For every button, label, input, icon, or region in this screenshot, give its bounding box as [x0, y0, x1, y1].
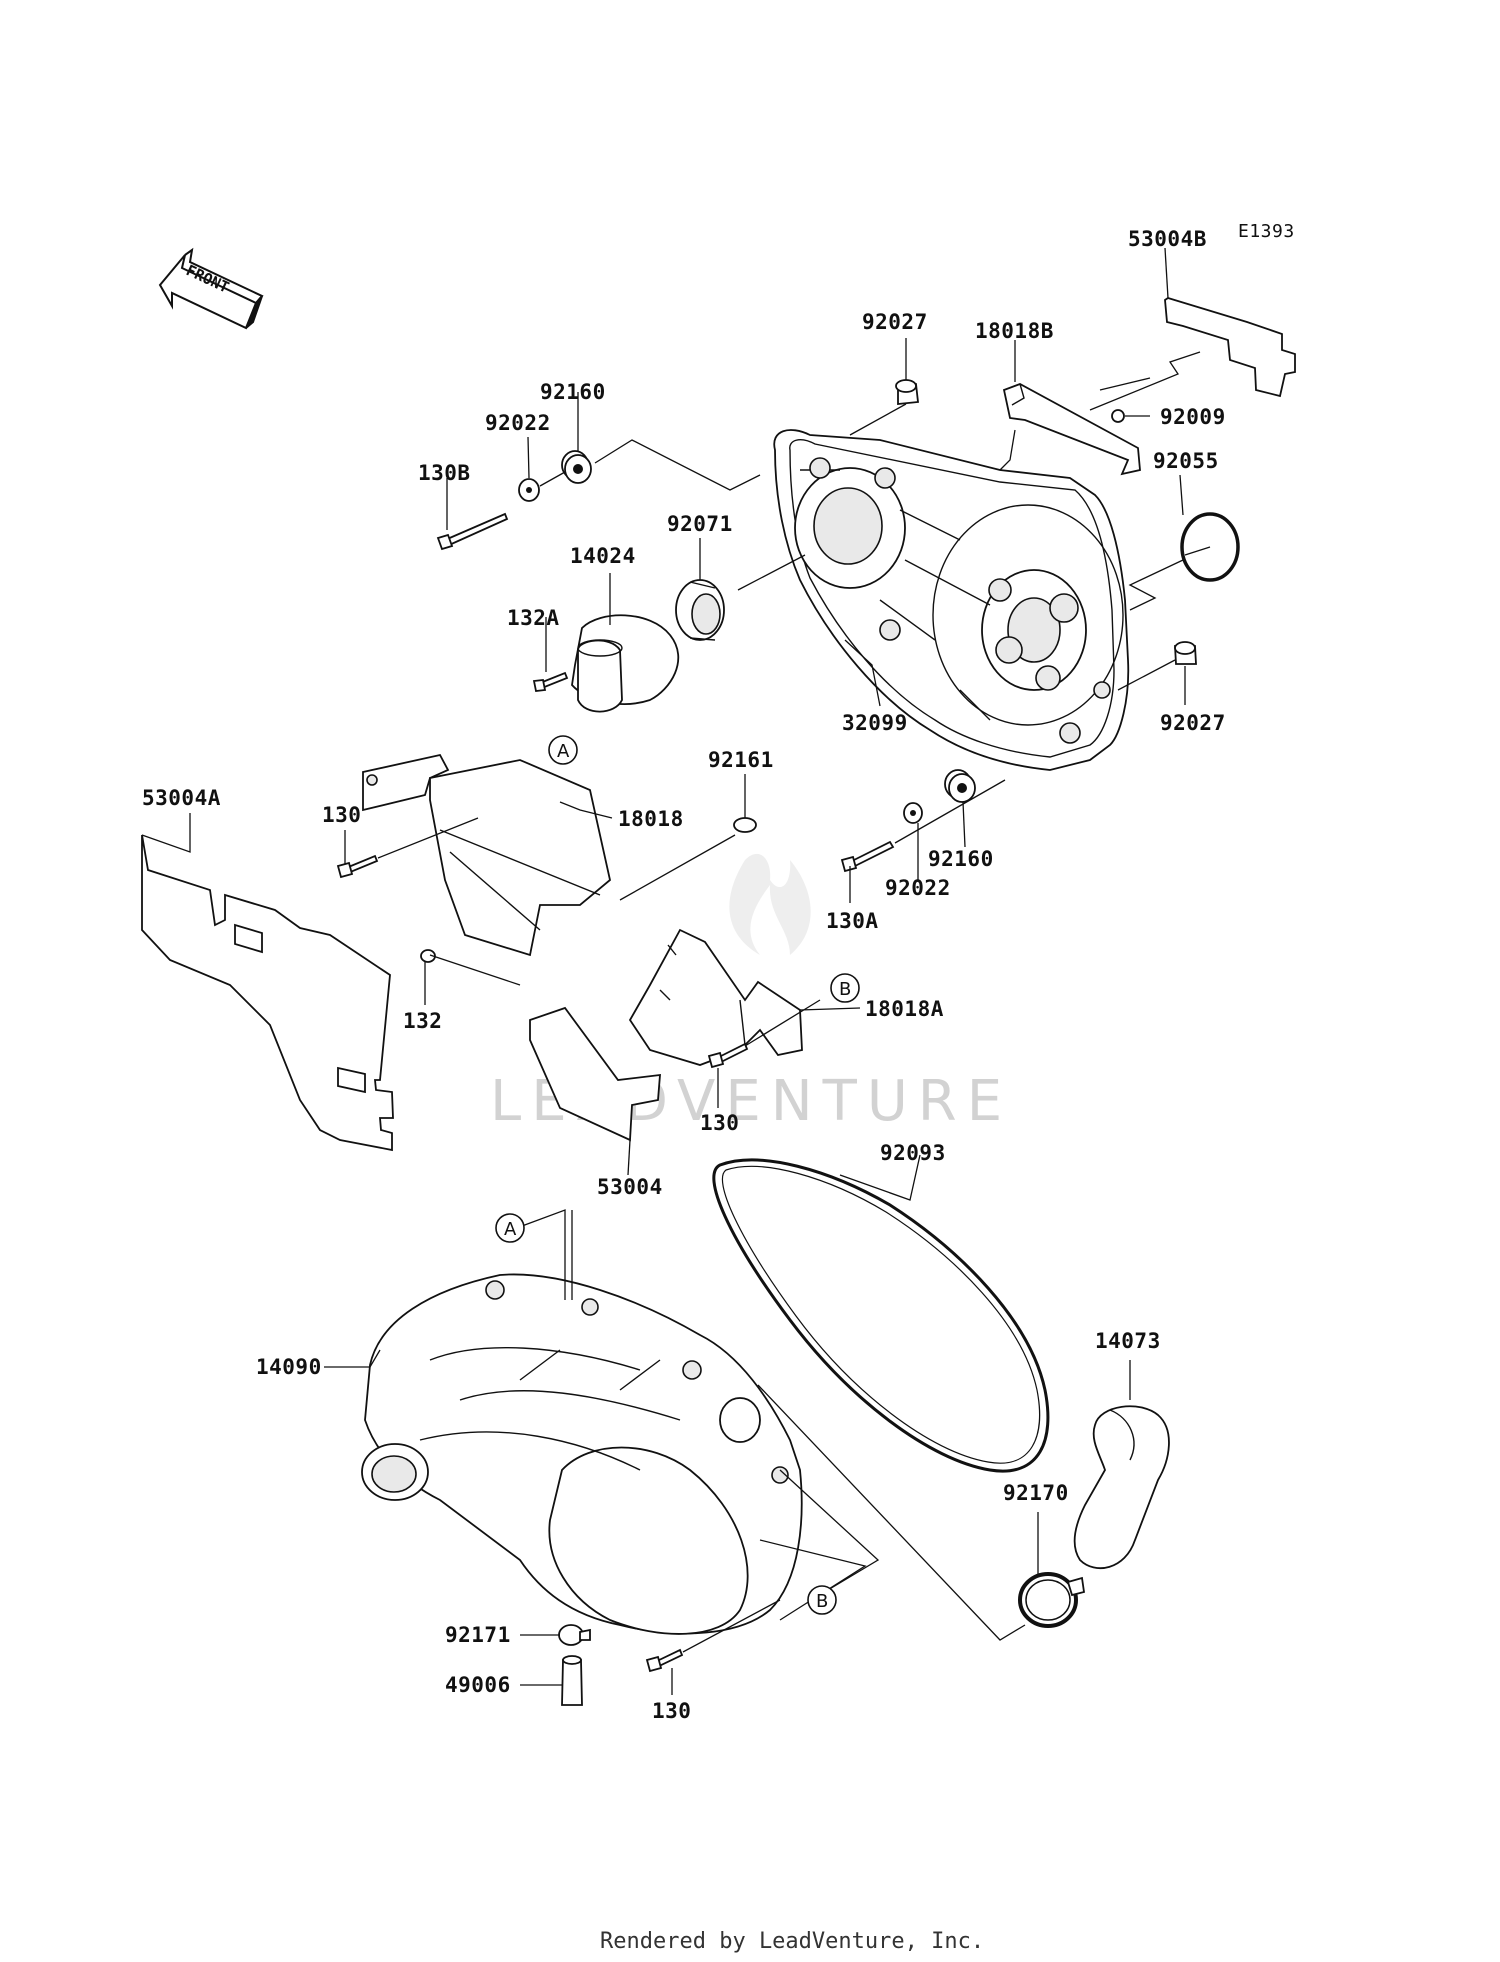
- duct-14073: [1073, 1405, 1170, 1569]
- callout-92093: 92093: [880, 1141, 946, 1165]
- heat-guard-53004B: [1164, 297, 1296, 398]
- grommet-92027-top: [895, 379, 919, 405]
- outer-cover-14090: [361, 1273, 803, 1635]
- callout-92022-top: 92022: [485, 411, 551, 435]
- bolt-130B: [436, 512, 509, 551]
- ref-marker-b-mid: B: [830, 973, 860, 1003]
- guard-18018A: [628, 928, 803, 1066]
- callout-130-left: 130: [322, 803, 361, 827]
- svg-text:A: A: [557, 741, 570, 762]
- svg-text:B: B: [816, 1591, 828, 1612]
- ref-marker-a-top: A: [548, 735, 578, 765]
- grommet-92027-right: [1174, 641, 1197, 665]
- collar-92160-mid: [944, 769, 976, 803]
- callout-32099: 32099: [842, 711, 908, 735]
- washer-92022-mid: [903, 802, 923, 824]
- front-arrow-icon: FRONT: [158, 247, 264, 330]
- callout-14090: 14090: [256, 1355, 322, 1379]
- callout-132: 132: [403, 1009, 442, 1033]
- o-ring-92055: [1180, 512, 1240, 582]
- callout-92161: 92161: [708, 748, 774, 772]
- bolt-92009: [1111, 409, 1125, 423]
- clip-92161: [733, 817, 757, 833]
- callout-130B: 130B: [418, 461, 471, 485]
- callout-53004B: 53004B: [1128, 227, 1207, 251]
- callout-92071: 92071: [667, 512, 733, 536]
- leader-lines: [141, 247, 1211, 1695]
- callout-92160-mid: 92160: [928, 847, 994, 871]
- bolt-130A: [840, 840, 895, 873]
- callout-92027-right: 92027: [1160, 711, 1226, 735]
- callout-18018B: 18018B: [975, 319, 1054, 343]
- footer-credit: Rendered by LeadVenture, Inc.: [600, 1929, 984, 1954]
- callout-92009: 92009: [1160, 405, 1226, 429]
- callout-130A: 130A: [826, 909, 879, 933]
- callout-130-mid: 130: [700, 1111, 739, 1135]
- seal-92071: [675, 579, 725, 641]
- heat-shield-53004: [529, 1006, 661, 1142]
- cap-14024: [571, 614, 680, 713]
- callout-labels: 53004B 92027 18018B 92009 92160 92022 13…: [142, 227, 1226, 1723]
- bolt-132A: [532, 671, 569, 692]
- svg-text:B: B: [839, 979, 851, 1000]
- heat-guard-53004A: [141, 834, 394, 1152]
- callout-53004: 53004: [597, 1175, 663, 1199]
- clutch-cover-32099: [773, 429, 1130, 771]
- callout-14073: 14073: [1095, 1329, 1161, 1353]
- collar-92160-top: [561, 450, 592, 484]
- callout-49006: 49006: [445, 1673, 511, 1697]
- callout-18018A: 18018A: [865, 997, 944, 1021]
- callout-92160-top: 92160: [540, 380, 606, 404]
- watermark-flame-icon: [729, 853, 811, 955]
- ref-marker-b-bottom: B: [807, 1585, 837, 1615]
- callout-130-bottom: 130: [652, 1699, 691, 1723]
- bracket-18018B: [1002, 383, 1141, 476]
- callout-132A: 132A: [507, 606, 560, 630]
- ref-marker-a-bottom: A: [495, 1213, 525, 1243]
- callout-53004A: 53004A: [142, 786, 221, 810]
- clamp-92171: [558, 1624, 591, 1646]
- bolt-130-left: [336, 854, 379, 879]
- callout-18018: 18018: [618, 807, 684, 831]
- callout-92022-mid: 92022: [885, 876, 951, 900]
- gasket-92093: [712, 1158, 1050, 1473]
- washer-92022-top: [518, 478, 540, 502]
- callout-92171: 92171: [445, 1623, 511, 1647]
- diagram-code: E1393: [1238, 221, 1295, 242]
- clamp-92170: [1018, 1572, 1086, 1628]
- callout-14024: 14024: [570, 544, 636, 568]
- callout-92027-top: 92027: [862, 310, 928, 334]
- callout-92055: 92055: [1153, 449, 1219, 473]
- callout-92170: 92170: [1003, 1481, 1069, 1505]
- bolt-130-mid: [707, 1042, 749, 1069]
- drain-plug-49006: [561, 1655, 583, 1706]
- svg-text:A: A: [504, 1219, 517, 1240]
- bolt-130-bottom: [645, 1648, 684, 1673]
- guard-18018: [362, 753, 611, 957]
